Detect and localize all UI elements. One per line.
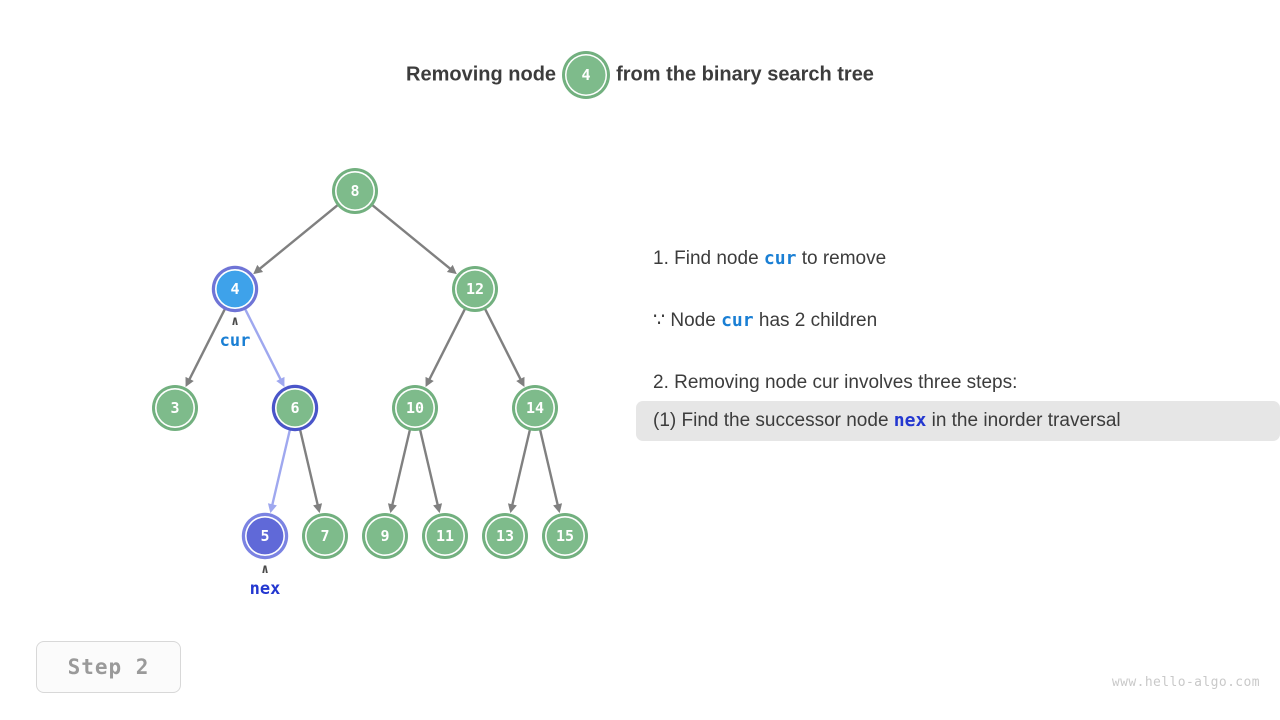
tree-edge-8-to-4 (253, 204, 339, 275)
line4-text-b: in the inorder traversal (926, 410, 1121, 431)
pointer-label-cur: ∧ cur (219, 314, 251, 351)
explanation-line-2: ∵ Node cur has 2 children (636, 305, 1280, 337)
step-badge: Step 2 (36, 641, 181, 693)
keyword-cur: cur (721, 310, 754, 331)
tree-node-13: 13 (485, 516, 525, 556)
title-prefix: Removing node (406, 63, 557, 86)
tree-edge-layer (185, 204, 563, 514)
tree-edge-4-to-6 (244, 308, 285, 388)
line2-text-a: ∵ Node (653, 310, 722, 331)
page-title: Removing node 4 from the binary search tre… (0, 54, 1280, 96)
tree-edge-6-to-7 (298, 429, 323, 514)
tree-node-7: 7 (305, 516, 345, 556)
line1-text-a: 1. Find node (653, 248, 764, 269)
title-node-badge: 4 (565, 54, 608, 96)
watermark: www.hello-algo.com (1111, 675, 1260, 690)
tree-node-11: 11 (425, 516, 465, 556)
line4-text-a: (1) Find the successor node (653, 410, 894, 431)
tree-edge-14-to-13 (507, 429, 532, 514)
tree-node-10: 10 (395, 388, 435, 428)
explanation-panel: 1. Find node cur to remove ∵ Node cur ha… (636, 243, 1280, 441)
pointer-label-nex: ∧ nex (249, 562, 281, 599)
tree-edge-10-to-11 (418, 429, 443, 514)
pointer-text: nex (249, 579, 281, 599)
explanation-line-4-highlighted: (1) Find the successor node nex in the i… (636, 401, 1280, 441)
caret-icon: ∧ (261, 562, 269, 577)
tree-edge-10-to-9 (387, 429, 412, 514)
tree-edge-6-to-5 (267, 429, 292, 514)
tree-node-8: 8 (335, 171, 375, 211)
keyword-cur: cur (763, 248, 797, 269)
tree-edge-8-to-12 (371, 204, 457, 275)
explanation-line-1: 1. Find node cur to remove (636, 243, 1280, 275)
tree-node-12: 12 (455, 269, 495, 309)
explanation-line-3: 2. Removing node cur involves three step… (653, 372, 1018, 393)
line2-text-b: has 2 children (753, 310, 878, 331)
tree-node-9: 9 (365, 516, 405, 556)
tree-node-3: 3 (155, 388, 195, 428)
tree-node-6: 6 (275, 388, 315, 428)
tree-node-14: 14 (515, 388, 555, 428)
line1-text-b: to remove (796, 248, 887, 269)
pointer-text: cur (219, 331, 251, 351)
caret-icon: ∧ (231, 314, 239, 329)
title-suffix: from the binary search tree (616, 63, 874, 86)
tree-node-5: 5 (245, 516, 285, 556)
tree-edge-14-to-15 (538, 429, 563, 514)
keyword-nex: nex (893, 410, 927, 431)
tree-node-15: 15 (545, 516, 585, 556)
spacer (636, 275, 1280, 305)
tree-edge-4-to-3 (185, 308, 226, 388)
spacer (636, 337, 1280, 367)
tree-edge-12-to-14 (484, 308, 525, 388)
tree-edge-12-to-10 (425, 308, 466, 388)
tree-node-4: 4 (215, 269, 255, 309)
